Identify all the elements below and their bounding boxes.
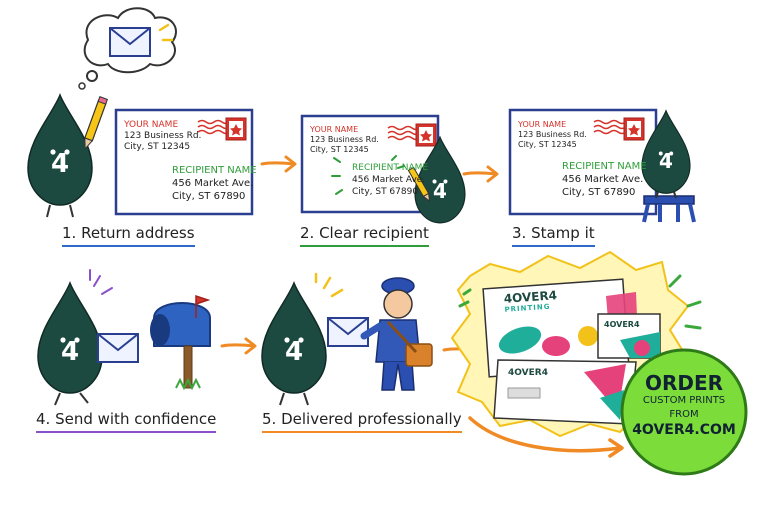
sparkle-lines xyxy=(458,274,702,330)
step-label-5: 5. Delivered professionally xyxy=(262,410,462,433)
brand-logo-small: 4OVER4 xyxy=(604,320,640,329)
return-line2: City, ST 12345 xyxy=(310,145,369,154)
thought-bubble xyxy=(78,7,177,90)
recipient-line2: City, ST 67890 xyxy=(562,187,636,198)
recipient-line2: City, ST 67890 xyxy=(172,191,246,202)
cta-line4: 4OVER4.COM xyxy=(632,422,736,438)
cta-line1: ORDER xyxy=(644,371,724,395)
cta-line2: CUSTOM PRINTS xyxy=(642,395,726,406)
cta-line3: FROM xyxy=(669,409,699,420)
envelope-icon xyxy=(109,27,151,57)
stamp-icon xyxy=(225,117,247,141)
mascot-sending: 4 xyxy=(37,269,113,406)
recipient-name: RECIPIENT NAME xyxy=(562,161,647,172)
step-label-4: 4. Send with confidence xyxy=(36,410,217,433)
recipient-name: RECIPIENT NAME xyxy=(352,163,429,173)
step-underline xyxy=(300,245,429,247)
envelope-stamped xyxy=(508,108,658,216)
your-name: YOUR NAME xyxy=(518,120,567,129)
return-line1: 123 Business Rd. xyxy=(518,130,587,139)
envelope-icon xyxy=(97,333,139,363)
your-name: YOUR NAME xyxy=(124,120,179,130)
env1-recipient: RECIPIENT NAME 456 Market Ave. City, ST … xyxy=(172,164,257,203)
env2-text: YOUR NAME 123 Business Rd. City, ST 1234… xyxy=(310,125,379,155)
step-label-2: 2. Clear recipient xyxy=(300,224,429,247)
step-stool xyxy=(642,195,696,223)
recipient-name: RECIPIENT NAME xyxy=(172,165,257,176)
step-underline xyxy=(262,431,462,433)
step-label-1: 1. Return address xyxy=(62,224,195,247)
arrow-icon xyxy=(220,337,257,355)
step-underline xyxy=(62,245,195,247)
recipient-line1: 456 Market Ave. xyxy=(562,174,644,185)
envelope-return-address xyxy=(114,108,254,216)
cta-badge[interactable] xyxy=(620,348,748,476)
env3-recipient: RECIPIENT NAME 456 Market Ave. City, ST … xyxy=(562,160,647,199)
mascot-stamping: 4 xyxy=(641,110,691,199)
svg-text:4: 4 xyxy=(61,337,79,367)
recipient-line2: City, ST 67890 xyxy=(352,187,419,197)
your-name: YOUR NAME xyxy=(310,125,359,134)
step-underline xyxy=(36,431,217,433)
env1-text: YOUR NAME 123 Business Rd. City, ST 1234… xyxy=(124,120,201,153)
stamp-icon xyxy=(623,117,645,141)
return-line1: 123 Business Rd. xyxy=(124,131,202,141)
postal-worker xyxy=(360,277,433,391)
cta-text[interactable]: ORDER CUSTOM PRINTS FROM 4OVER4.COM xyxy=(626,372,742,439)
arrow-icon xyxy=(462,165,499,183)
arrow-icon xyxy=(468,416,622,453)
env2-recipient: RECIPIENT NAME 456 Market Ave. City, ST … xyxy=(352,162,428,198)
recipient-line1: 456 Market Ave. xyxy=(172,178,254,189)
return-line2: City, ST 12345 xyxy=(124,142,191,152)
mascot-handing-over: 4 xyxy=(261,272,344,406)
brand-logo-large: 4OVER4 PRINTING xyxy=(503,288,558,314)
mailbox-icon xyxy=(150,294,211,391)
svg-text:4: 4 xyxy=(51,149,69,179)
return-line1: 123 Business Rd. xyxy=(310,135,379,144)
svg-text:4: 4 xyxy=(285,337,303,367)
env3-text: YOUR NAME 123 Business Rd. City, ST 1234… xyxy=(518,120,587,150)
step-underline xyxy=(512,245,595,247)
arrow-icon xyxy=(260,155,297,173)
step-label-3: 3. Stamp it xyxy=(512,224,595,247)
svg-text:4: 4 xyxy=(659,149,673,173)
stamp-icon xyxy=(415,123,437,147)
recipient-line1: 456 Market Ave. xyxy=(352,175,426,185)
return-line2: City, ST 12345 xyxy=(518,140,577,149)
brand-logo-envelope: 4OVER4 xyxy=(508,368,548,378)
svg-text:4: 4 xyxy=(433,179,447,203)
envelope-icon xyxy=(327,317,369,347)
mascot-writing: 4 xyxy=(27,94,109,218)
mascot-clear-recipient: 4 xyxy=(407,136,466,224)
